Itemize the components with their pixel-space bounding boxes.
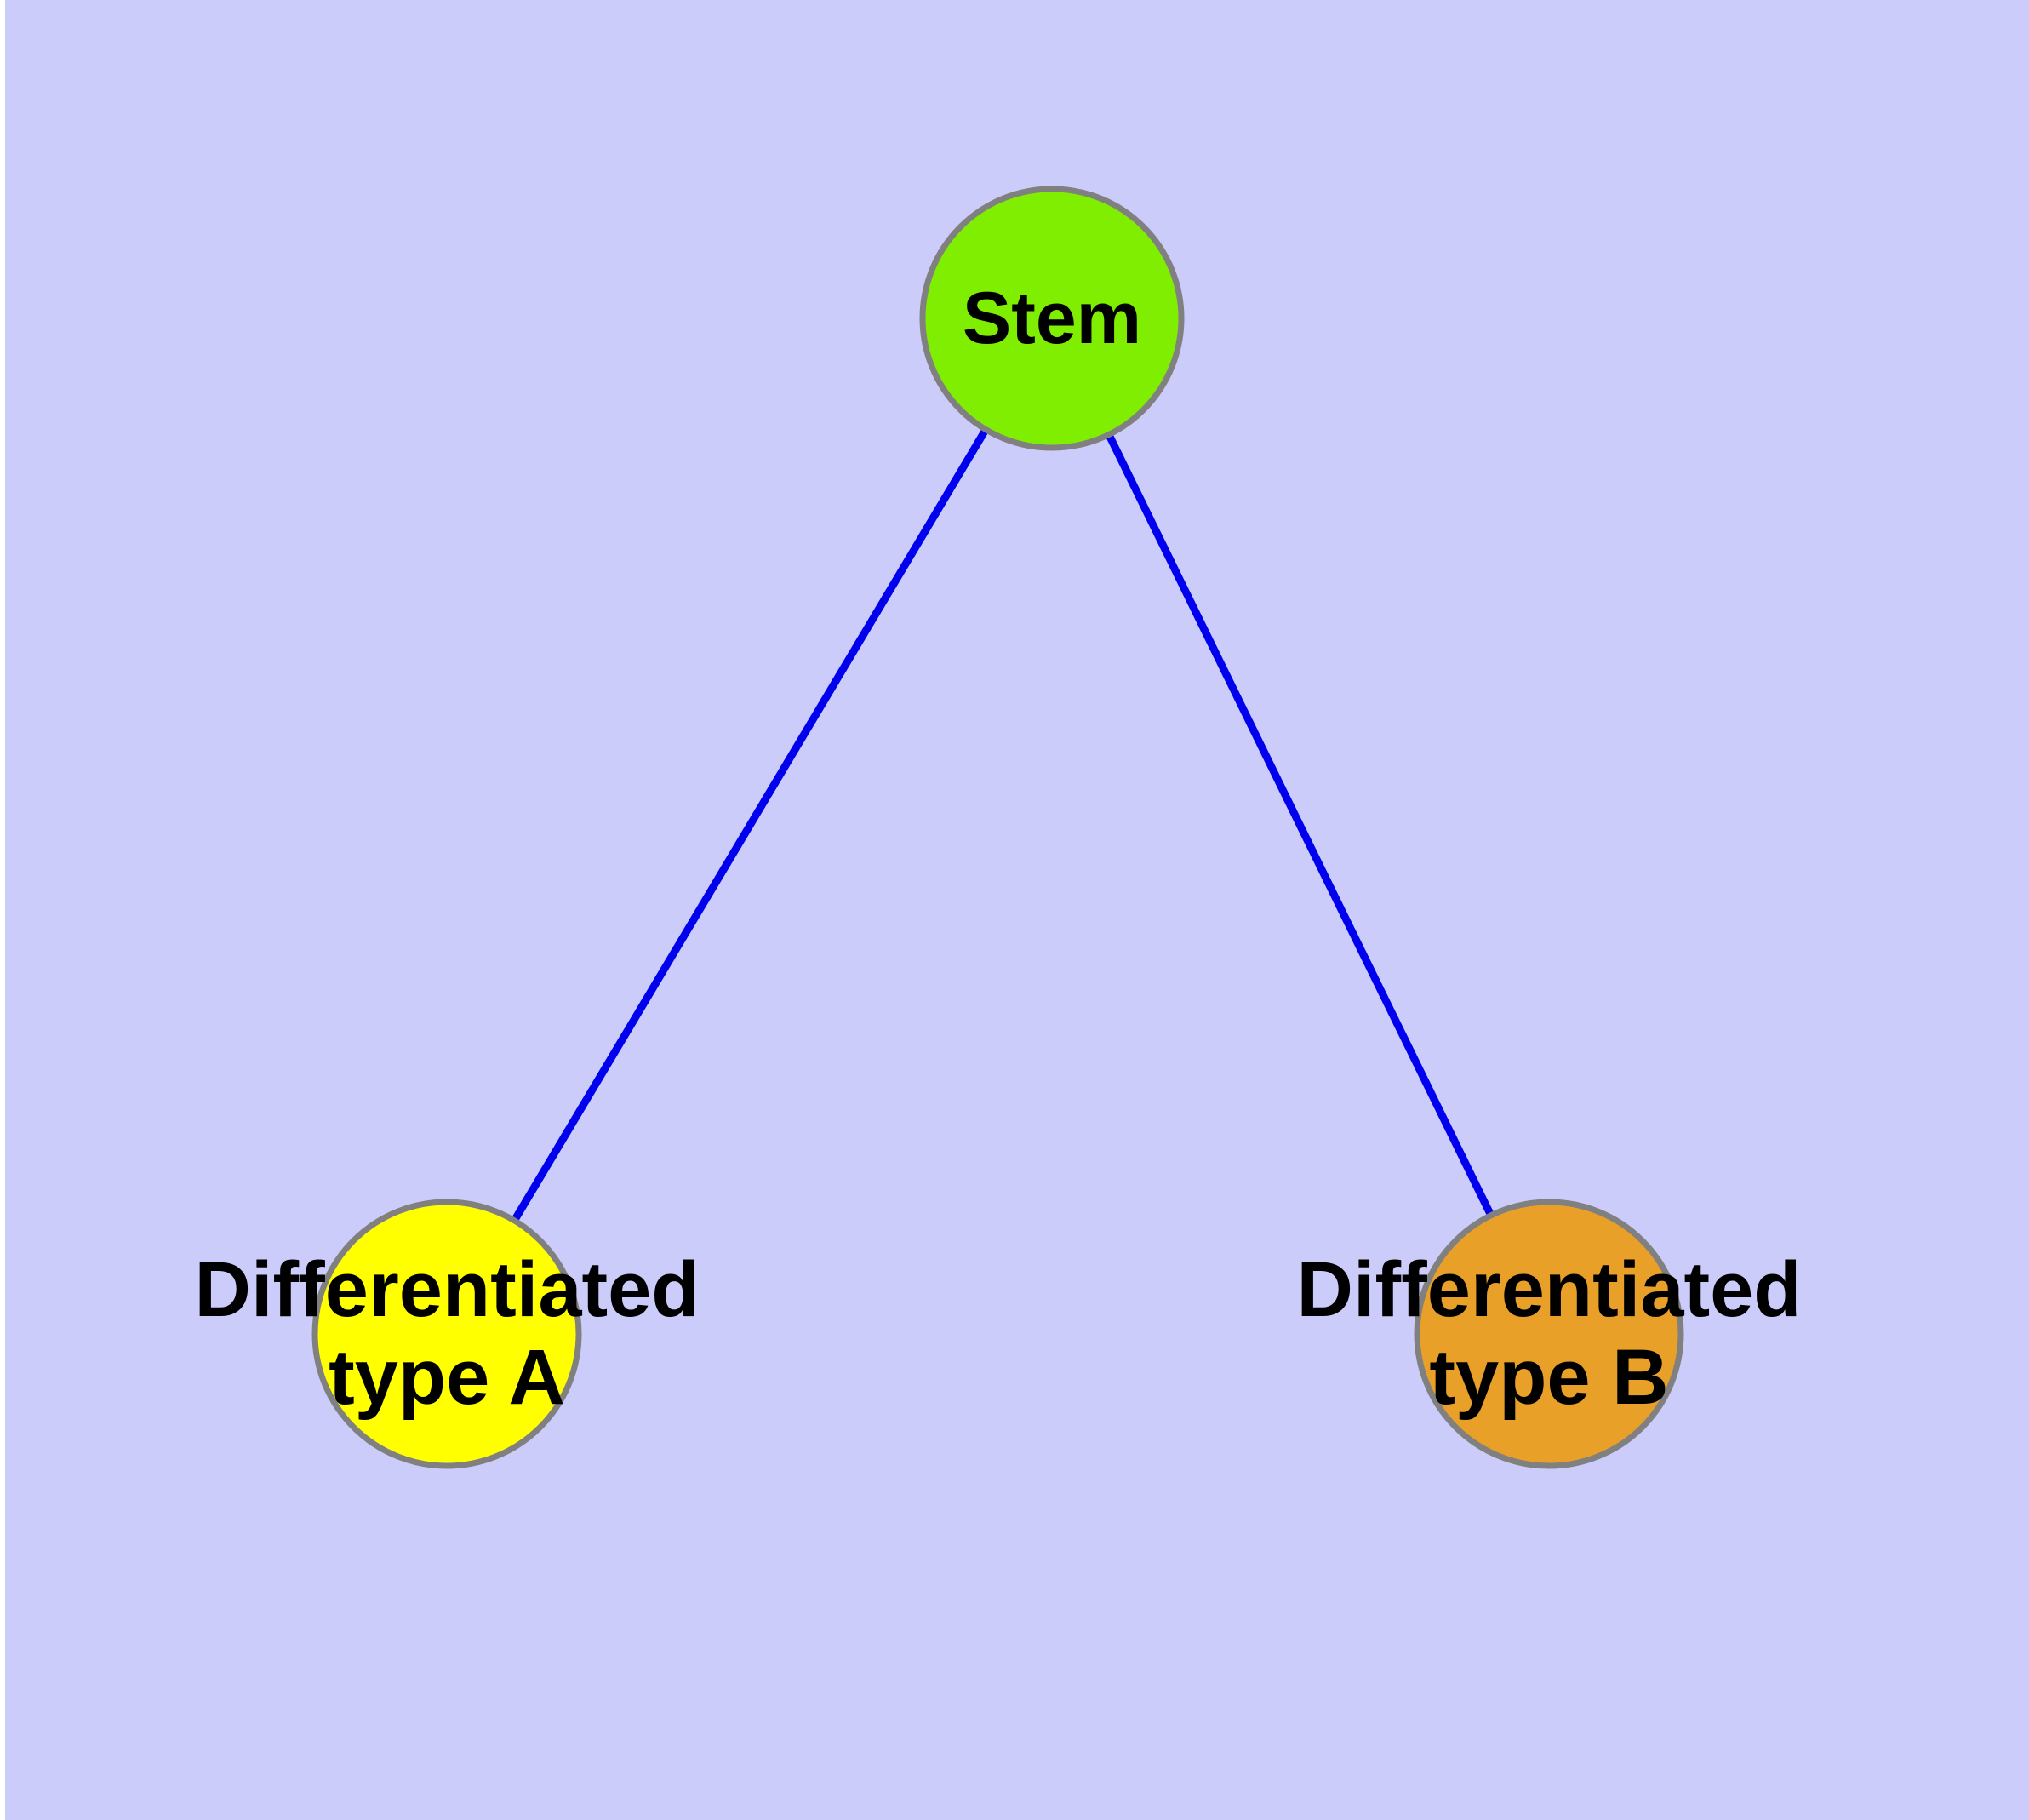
node-layer xyxy=(311,186,1684,1469)
node-stem[interactable] xyxy=(919,186,1185,451)
node-differentiated-type-a[interactable] xyxy=(311,1199,582,1469)
edge-stem-to-differentiated-type-a[interactable] xyxy=(511,427,990,1223)
node-differentiated-type-b[interactable] xyxy=(1414,1199,1684,1469)
edge-layer xyxy=(511,427,1495,1223)
edge-stem-to-differentiated-type-b[interactable] xyxy=(1105,432,1495,1217)
